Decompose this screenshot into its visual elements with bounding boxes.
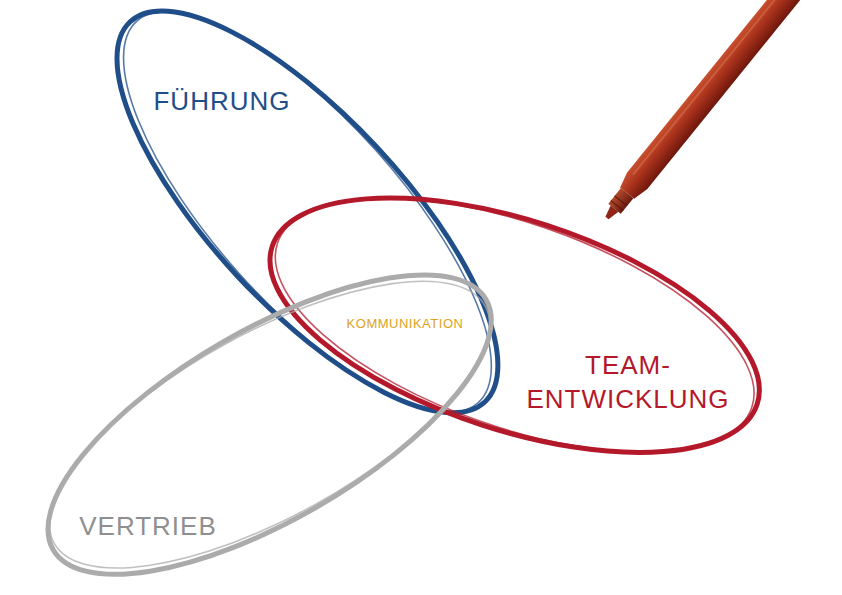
pen-ring <box>611 201 623 211</box>
marker-pen <box>597 0 842 226</box>
circle-label: FÜHRUNG <box>153 85 290 119</box>
pen-body <box>617 0 842 201</box>
ellipse-stroke <box>60 0 554 467</box>
pen-highlight <box>633 0 828 175</box>
center-label: KOMMUNIKATION <box>347 316 464 331</box>
sales-ellipse: VERTRIEB <box>40 267 499 582</box>
circle-label: VERTRIEB <box>79 510 217 544</box>
circle-label: TEAM- ENTWICKLUNG <box>526 349 729 417</box>
ellipse-stroke <box>6 218 534 595</box>
ellipse-sketch-stroke <box>10 226 530 595</box>
ellipse-stroke <box>240 146 790 503</box>
team-ellipse: TEAM- ENTWICKLUNG <box>262 190 767 460</box>
ellipse-sketch-stroke <box>244 146 785 504</box>
ellipse-sketch-stroke <box>68 0 546 464</box>
ellipse-outline <box>262 190 767 460</box>
pen-ring <box>615 196 627 206</box>
